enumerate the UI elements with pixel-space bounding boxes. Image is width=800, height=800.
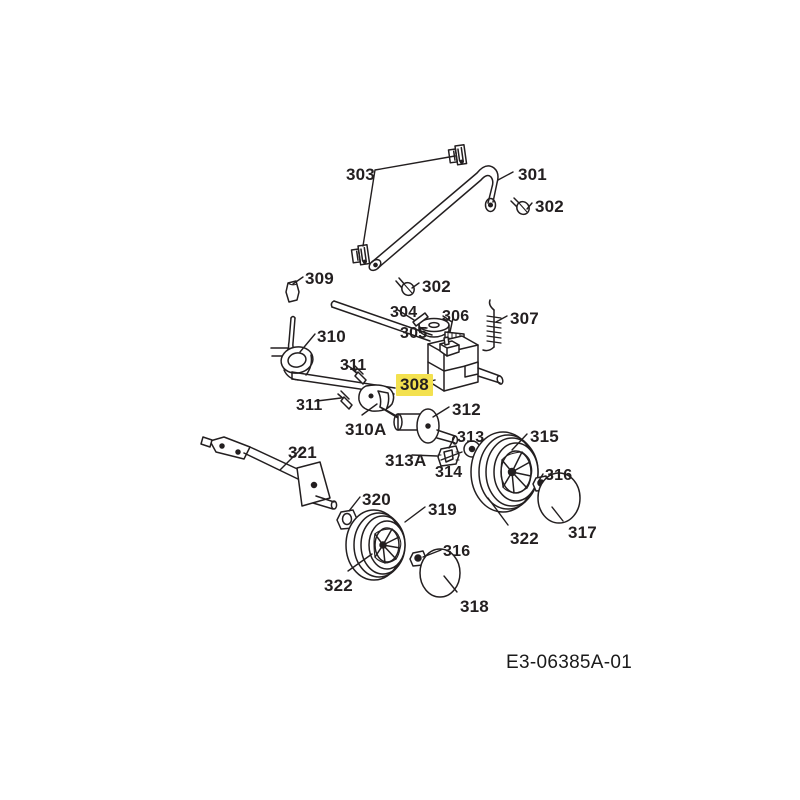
part-312-axle-arm xyxy=(377,390,459,445)
callout-302-upper: 302 xyxy=(535,197,564,216)
callout-311-upper: 311 xyxy=(340,357,367,374)
callout-303: 303 xyxy=(346,165,375,184)
callout-312: 312 xyxy=(452,400,481,419)
part-311-screw-upper xyxy=(351,365,367,385)
callout-315: 315 xyxy=(530,427,559,446)
callout-313A: 313A xyxy=(385,451,427,470)
part-319-wheel-lower xyxy=(345,509,406,581)
part-307-spring xyxy=(482,299,502,352)
callout-302-lower: 302 xyxy=(422,277,451,296)
part-302-bolt-lower xyxy=(395,277,415,297)
callout-316-lower: 316 xyxy=(443,543,471,560)
callout-308-highlighted: 308 xyxy=(396,374,433,396)
part-315-wheel-upper xyxy=(470,431,539,513)
part-321-axle-bracket xyxy=(200,436,338,510)
part-304-pin xyxy=(412,312,429,327)
callout-322-upper: 322 xyxy=(510,529,539,548)
callout-311-lower: 311 xyxy=(296,397,323,414)
part-311-screw-lower xyxy=(337,390,353,410)
part-318-hubcap xyxy=(419,548,461,598)
callout-309: 309 xyxy=(305,269,334,288)
callout-310A: 310A xyxy=(345,420,387,439)
part-317-hubcap xyxy=(537,472,581,524)
part-302-bolt-upper xyxy=(510,197,530,216)
part-313A-bushing xyxy=(437,445,460,467)
callout-310: 310 xyxy=(317,327,346,346)
part-309-pin xyxy=(285,280,300,303)
callout-317: 317 xyxy=(568,523,597,542)
callout-320: 320 xyxy=(362,490,391,509)
part-303-brackets xyxy=(350,143,468,266)
callout-321: 321 xyxy=(288,443,317,462)
part-301-handle-rod xyxy=(368,165,499,272)
diagram-reference-code: E3-06385A-01 xyxy=(506,652,633,673)
callout-301: 301 xyxy=(518,165,547,184)
part-upper-control-rod xyxy=(330,300,433,342)
callout-313: 313 xyxy=(457,429,485,446)
callout-305: 305 xyxy=(400,325,428,342)
callout-319: 319 xyxy=(428,500,457,519)
callout-322-lower: 322 xyxy=(324,576,353,595)
callout-304: 304 xyxy=(390,304,418,321)
callout-306: 306 xyxy=(442,308,470,325)
part-310-lever-bracket xyxy=(270,315,314,381)
part-308-gearbox xyxy=(427,335,504,392)
callout-318: 318 xyxy=(460,597,489,616)
callout-307: 307 xyxy=(510,309,539,328)
callout-316-upper: 316 xyxy=(545,467,573,484)
callout-314: 314 xyxy=(435,464,463,481)
